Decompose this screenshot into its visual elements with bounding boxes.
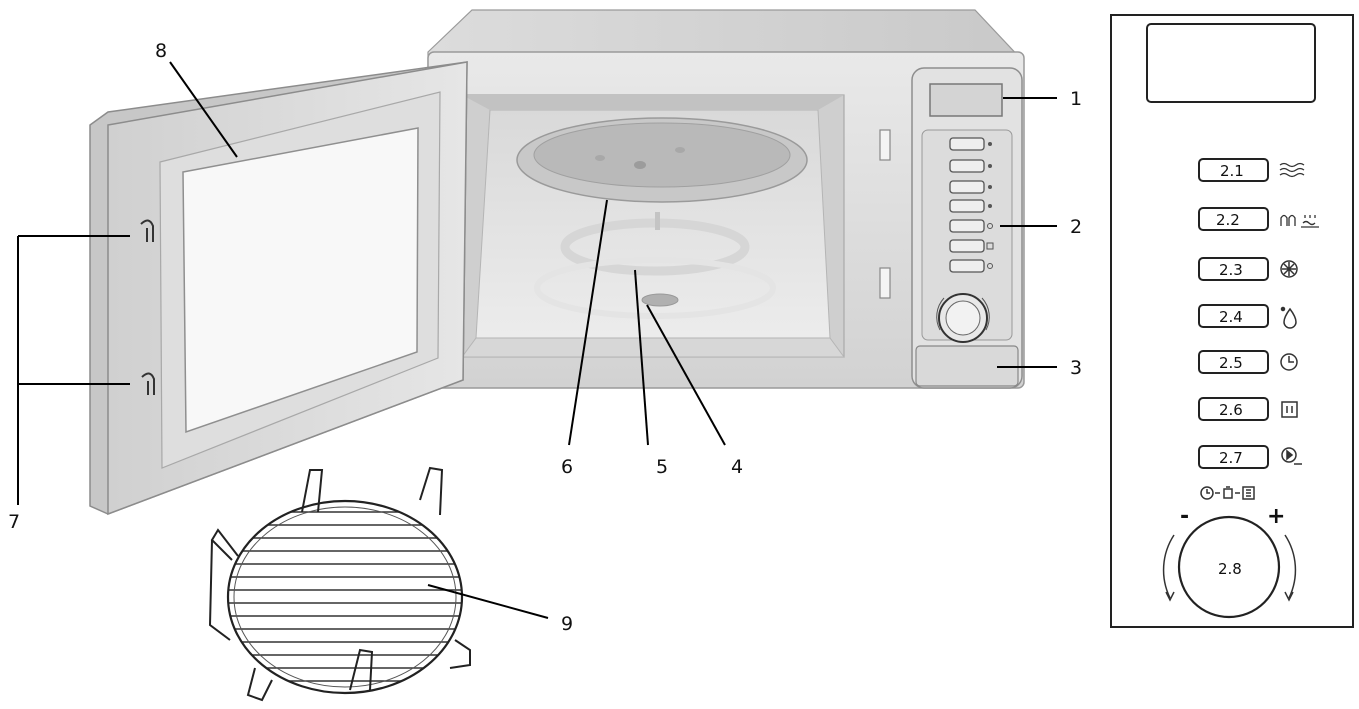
turntable-shaft [641,212,679,307]
glass-turntable [516,117,808,203]
selector-dial: - + 2.8 [1162,504,1297,619]
button-label-2-6: 2.6 [1219,401,1243,419]
panel-display [1146,23,1316,103]
callout-5: 5 [656,456,668,478]
open-door [89,61,468,516]
button-label-2-1: 2.1 [1220,162,1244,180]
defrost-drop-icon [1280,306,1297,329]
callout-7: 7 [8,511,20,533]
body-panel-buttons [949,137,994,273]
button-label-2-7: 2.7 [1219,449,1243,467]
dial-arrow-left [1162,534,1175,599]
grill-rack [208,466,471,702]
panel-button-2-3: 2.3 [1198,257,1298,281]
microwave-waves-icon [1279,162,1305,178]
clock-weight-menu-icons [1200,486,1255,500]
panel-button-2-2: 2.2 [1198,207,1319,231]
panel-button-2-4: 2.4 [1198,304,1297,329]
callout-2: 2 [1070,216,1082,238]
callout-3: 3 [1070,357,1082,379]
button-label-2-5: 2.5 [1219,354,1243,372]
grill-combination-icon [1280,214,1319,228]
panel-button-2-6: 2.6 [1198,397,1298,421]
panel-button-2-1: 2.1 [1198,158,1305,182]
button-label-2-4: 2.4 [1219,308,1243,326]
body-control-panel [911,67,1023,389]
body-panel-dial [936,293,990,343]
dial-plus: + [1267,504,1285,529]
button-label-2-2: 2.2 [1216,211,1240,229]
dial-label: 2.8 [1218,560,1242,578]
dial-arrow-right [1284,534,1297,599]
callout-1: 1 [1070,88,1082,110]
convection-fan-icon [1280,260,1298,278]
panel-button-2-5: 2.5 [1198,350,1298,374]
callout-6: 6 [561,456,573,478]
door-hooks [140,219,155,395]
callout-numbers: 1 2 3 4 5 6 7 8 9 [8,40,1082,635]
leader-lines [17,61,1057,619]
callout-8: 8 [155,40,167,62]
callout-9: 9 [561,613,573,635]
enlarged-control-panel: 2.1 2.2 2.3 [1110,14,1354,628]
dial-minus: - [1180,504,1189,529]
clock-icon [1280,353,1298,371]
button-label-2-3: 2.3 [1219,261,1243,279]
start-icon [1281,447,1302,465]
panel-button-2-7: 2.7 [1198,445,1302,469]
callout-4: 4 [731,456,743,478]
pause-cancel-icon [1281,401,1298,418]
